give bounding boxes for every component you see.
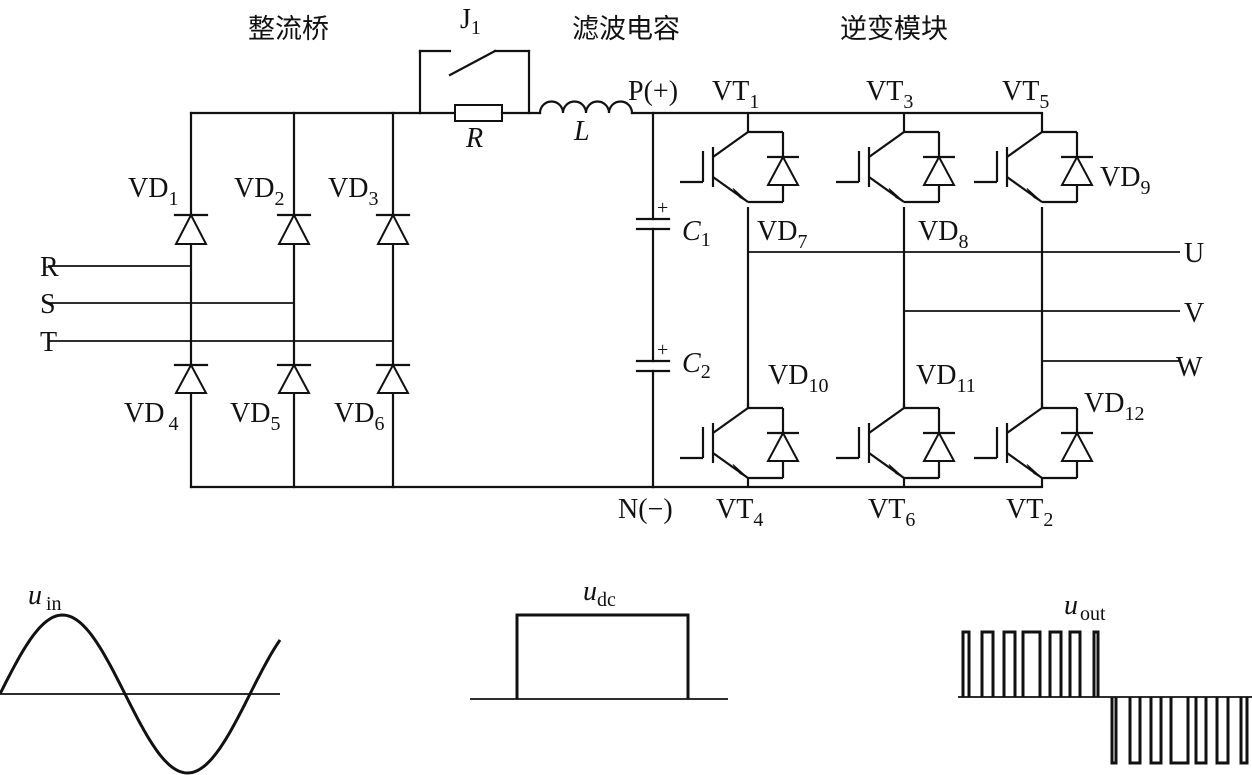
diode-vd8-icon bbox=[922, 154, 956, 186]
pwm-negative-pulse bbox=[1169, 697, 1190, 765]
diode-vd1-icon bbox=[173, 212, 209, 245]
diode-vd3-icon bbox=[375, 212, 411, 245]
rectifier-bridge: R S T VD1 VD2 VD3 bbox=[40, 111, 655, 489]
label-vd7: VD7 bbox=[757, 216, 807, 253]
pwm-negative-pulse bbox=[1194, 697, 1208, 765]
c1-polarity: + bbox=[657, 197, 668, 219]
output-label-u: U bbox=[1184, 238, 1204, 269]
precharge-circuit: J1 R bbox=[418, 4, 542, 154]
label-vd1: VD1 bbox=[128, 173, 178, 210]
label-relay: J1 bbox=[460, 4, 481, 39]
pwm-negative-pulse bbox=[1128, 697, 1142, 765]
label-vt3: VT3 bbox=[866, 76, 913, 113]
output-label-w: W bbox=[1176, 352, 1203, 383]
waveform-dc-pulse bbox=[515, 613, 690, 699]
label-n-minus: N(−) bbox=[618, 494, 673, 525]
igbt-vt1-icon bbox=[680, 127, 800, 204]
pwm-positive-pulse bbox=[1092, 630, 1100, 697]
diode-vd7-icon bbox=[766, 154, 800, 186]
label-p-plus: P(+) bbox=[628, 76, 678, 107]
diode-vd11-icon bbox=[922, 430, 956, 462]
label-vd2: VD2 bbox=[234, 173, 284, 210]
igbt-vt3-icon bbox=[836, 127, 956, 204]
label-vd10: VD10 bbox=[768, 360, 828, 397]
label-vt4: VT4 bbox=[716, 494, 763, 531]
diode-vd6-icon bbox=[375, 362, 411, 394]
label-u-dc: udc bbox=[583, 576, 616, 611]
igbt-vt4-icon bbox=[680, 403, 800, 480]
diode-vd10-icon bbox=[766, 430, 800, 462]
label-inductor: L bbox=[573, 116, 590, 147]
label-c1: C1 bbox=[682, 216, 711, 251]
igbt-vt2-icon bbox=[974, 403, 1094, 480]
relay-switch-icon bbox=[448, 49, 497, 77]
inverter-module bbox=[680, 113, 1094, 487]
pwm-negative-pulse bbox=[1215, 697, 1230, 765]
input-label-s: S bbox=[40, 289, 56, 320]
title-inverter: 逆变模块 bbox=[840, 14, 948, 45]
output-label-v: V bbox=[1184, 298, 1204, 329]
label-vt2: VT2 bbox=[1006, 494, 1053, 531]
diode-vd9-icon bbox=[1060, 154, 1094, 186]
pwm-positive-pulse bbox=[1021, 630, 1042, 697]
pwm-positive-pulse bbox=[961, 630, 971, 697]
label-vt1: VT1 bbox=[712, 76, 759, 113]
pwm-negative-pulse bbox=[1239, 697, 1249, 765]
waveform-input-sine bbox=[0, 613, 282, 775]
pwm-negative-pulse bbox=[1110, 697, 1118, 765]
label-vd6: VD6 bbox=[334, 398, 384, 435]
pwm-positive-pulse bbox=[1002, 630, 1017, 697]
label-vt6: VT6 bbox=[868, 494, 915, 531]
diode-vd4-icon bbox=[173, 362, 209, 394]
input-label-t: T bbox=[40, 327, 57, 358]
pwm-positive-pulse bbox=[980, 630, 995, 697]
waveform-dc: udc bbox=[470, 576, 728, 700]
diode-vd2-icon bbox=[276, 212, 312, 245]
filter-capacitors: + + C1 C2 bbox=[635, 111, 711, 489]
diode-vd12-icon bbox=[1060, 430, 1094, 462]
label-vd5: VD5 bbox=[230, 398, 280, 435]
inductor-icon bbox=[538, 100, 1044, 115]
label-vt5: VT5 bbox=[1002, 76, 1049, 113]
label-c2: C2 bbox=[682, 348, 711, 383]
label-vd11: VD11 bbox=[916, 360, 976, 397]
label-resistor: R bbox=[465, 123, 483, 154]
label-vd8: VD8 bbox=[918, 216, 968, 253]
label-vd9: VD9 bbox=[1100, 162, 1150, 199]
igbt-vt5-icon bbox=[974, 127, 1094, 204]
resistor-icon bbox=[454, 104, 503, 122]
pwm-negative-pulse bbox=[1149, 697, 1163, 765]
pwm-positive-pulse bbox=[1068, 630, 1082, 697]
pwm-positive-pulse bbox=[1048, 630, 1063, 697]
title-rectifier: 整流桥 bbox=[248, 14, 329, 45]
title-filter: 滤波电容 bbox=[572, 14, 680, 45]
label-vd3: VD3 bbox=[328, 173, 378, 210]
c2-polarity: + bbox=[657, 339, 668, 361]
igbt-vt6-icon bbox=[836, 403, 956, 480]
input-label-r: R bbox=[40, 252, 59, 283]
diode-vd5-icon bbox=[276, 362, 312, 394]
label-vd12: VD12 bbox=[1084, 388, 1144, 425]
